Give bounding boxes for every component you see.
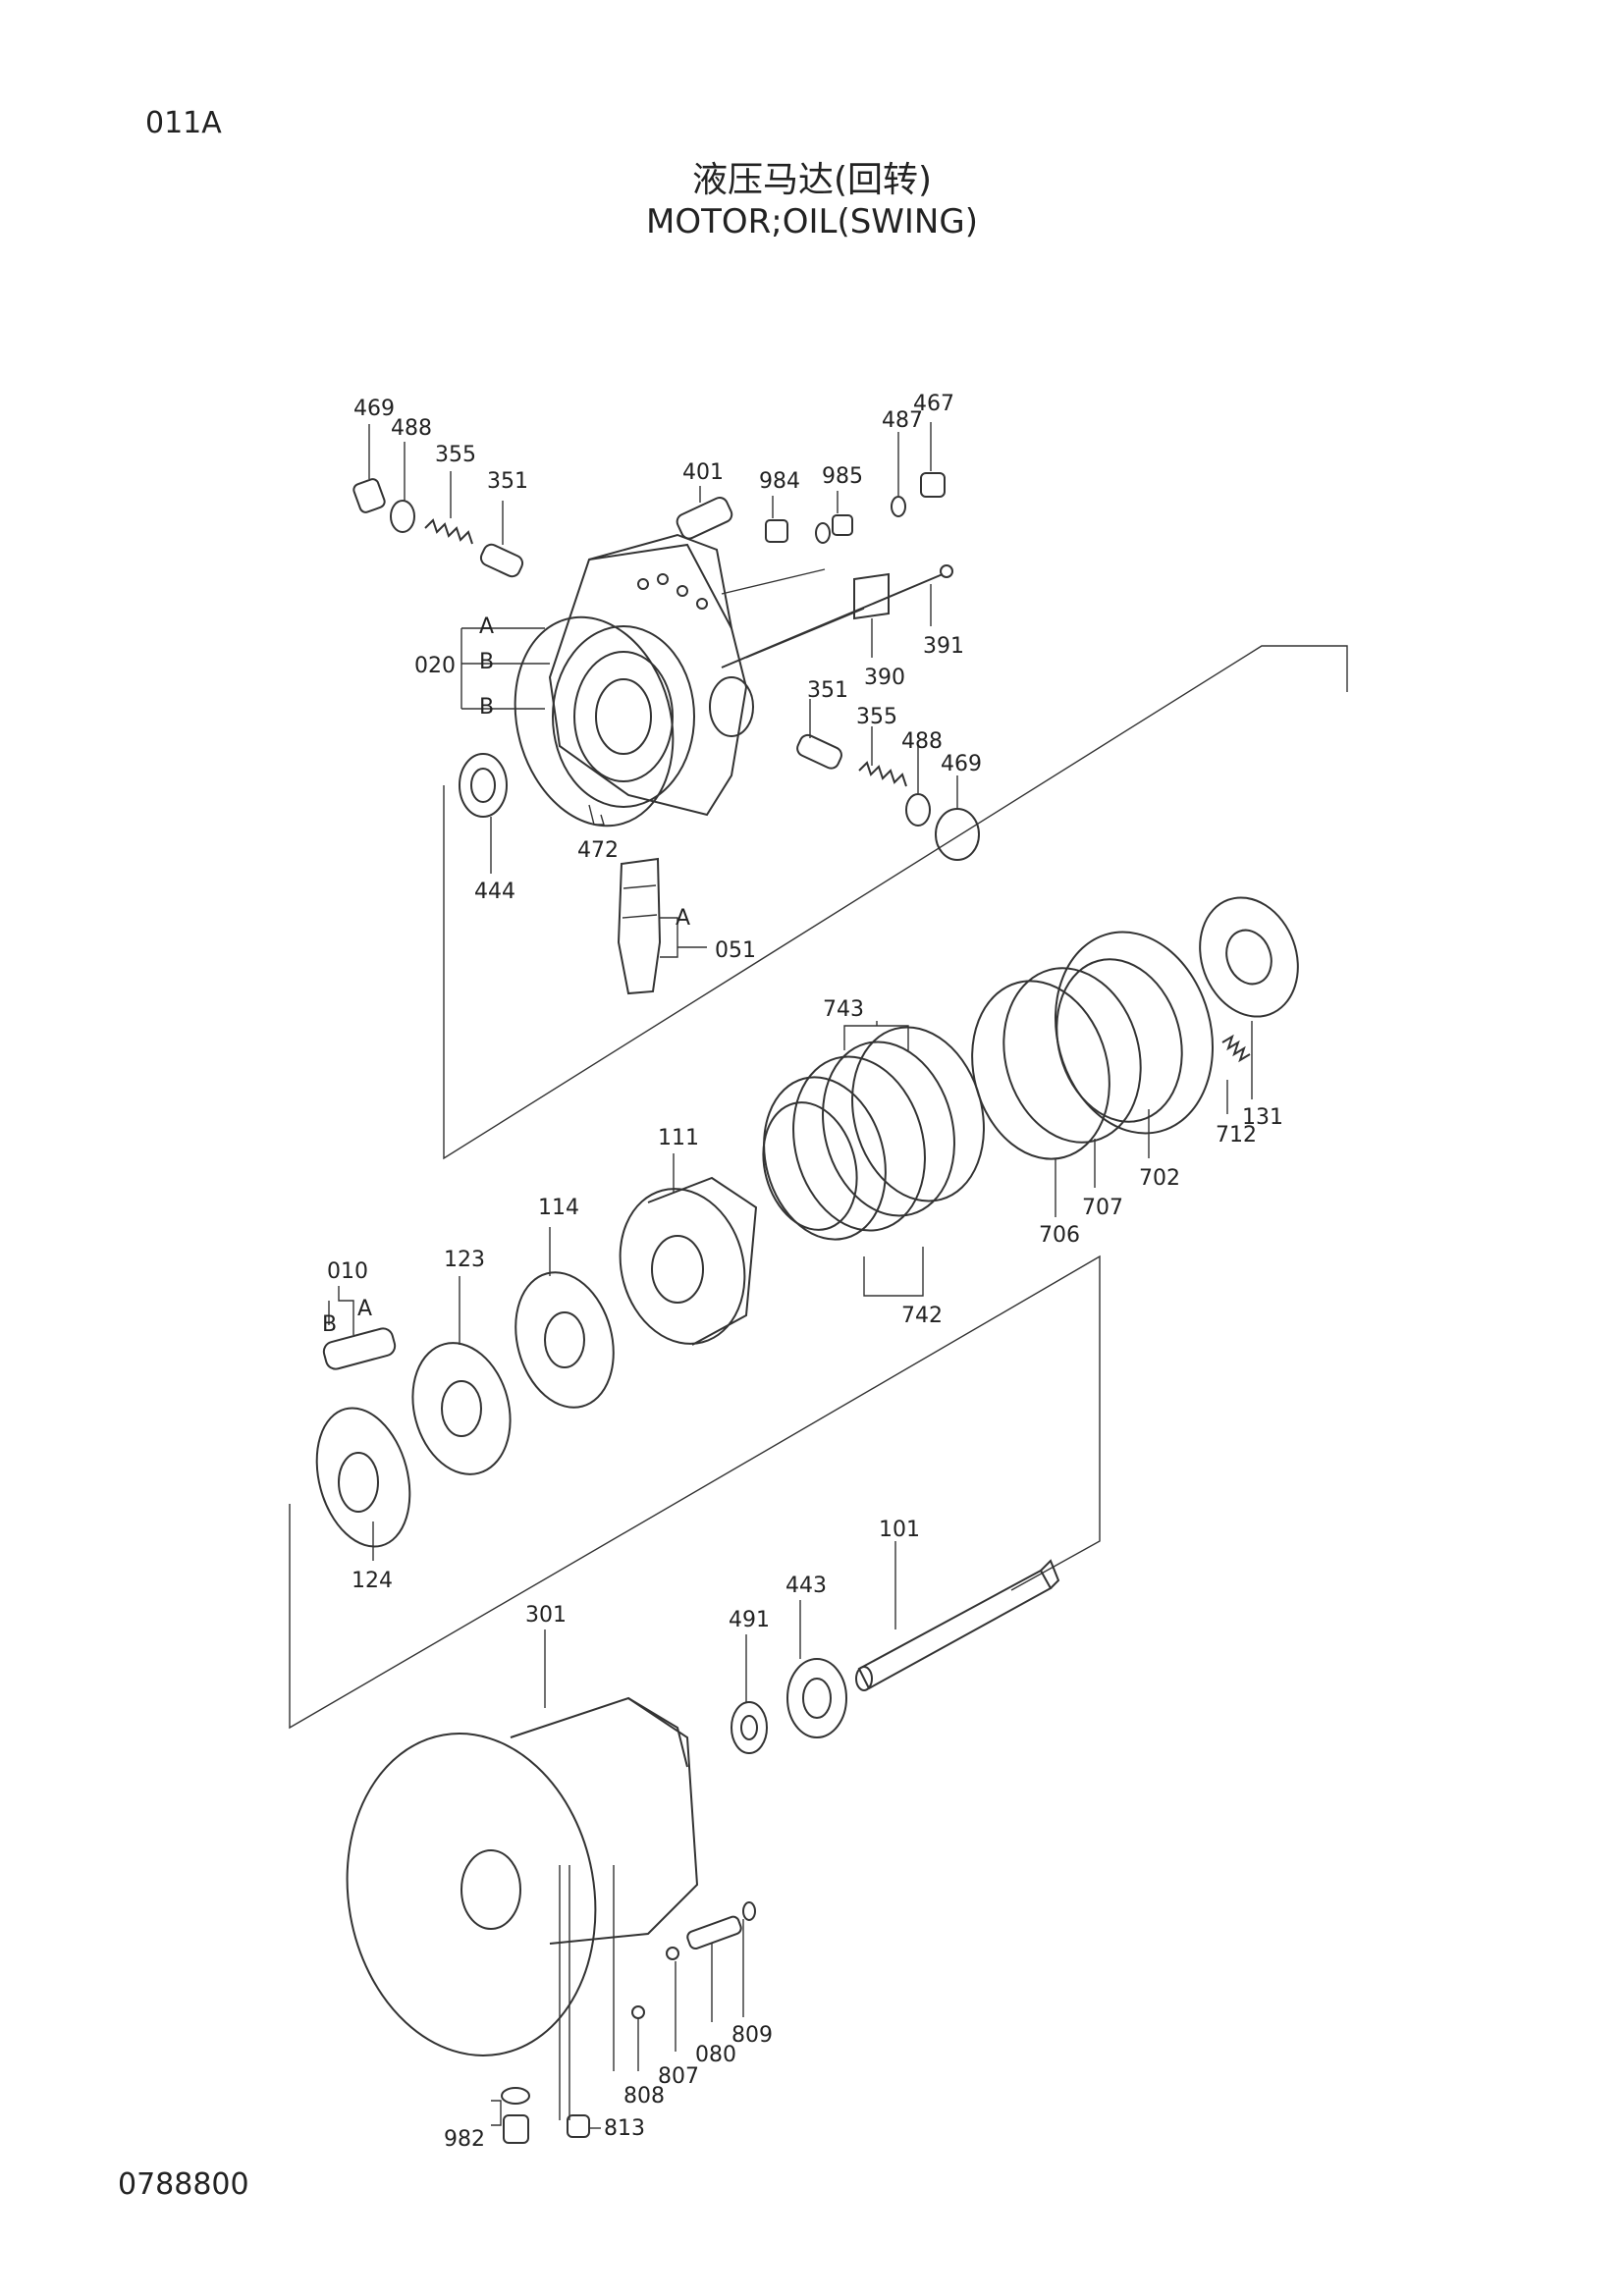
bearing-443 xyxy=(786,1658,847,1738)
plug-985 xyxy=(832,514,853,536)
valve-080 xyxy=(686,1915,742,1950)
callout-491: 491 xyxy=(729,1608,770,1632)
callout-472: 472 xyxy=(577,838,619,863)
callout-101: 101 xyxy=(879,1518,920,1542)
plug-469-right xyxy=(935,808,980,861)
seal-491 xyxy=(731,1701,768,1754)
plunger-351-right xyxy=(796,733,842,770)
callout-985: 985 xyxy=(822,464,863,489)
plug-401 xyxy=(676,497,733,540)
valve-plate-131 xyxy=(1199,896,1299,1018)
cylinder-block-111 xyxy=(619,1176,758,1346)
callout-467: 467 xyxy=(913,392,954,416)
callout-355: 355 xyxy=(435,443,476,467)
callout-982: 982 xyxy=(444,2127,485,2152)
nameplate-390 xyxy=(853,572,890,620)
bolt-391 xyxy=(721,564,953,668)
o-ring-487 xyxy=(891,496,906,517)
callout-390: 390 xyxy=(864,666,905,690)
piston-shoe-123 xyxy=(411,1342,512,1475)
callout-B-010: B xyxy=(322,1312,337,1337)
callout-487: 487 xyxy=(882,408,923,433)
callout-808: 808 xyxy=(623,2084,665,2109)
o-ring-982 xyxy=(501,2087,530,2105)
o-ring-706 xyxy=(971,980,1110,1160)
callout-111: 111 xyxy=(658,1126,699,1150)
spring-355-left xyxy=(424,518,473,545)
valve-051 xyxy=(617,857,662,995)
plug-469-left xyxy=(352,478,386,513)
o-ring-707 xyxy=(1002,967,1142,1144)
title-english: MOTOR;OIL(SWING) xyxy=(646,202,978,241)
callout-A-020: A xyxy=(479,614,494,639)
callout-401: 401 xyxy=(682,460,724,485)
spring-807 xyxy=(666,1947,679,1960)
o-ring-809 xyxy=(742,1901,756,1921)
shaft-101 xyxy=(855,1559,1060,1691)
assembly-connection-lines xyxy=(289,645,1348,1730)
callout-391: 391 xyxy=(923,634,964,659)
callout-124: 124 xyxy=(352,1569,393,1593)
callout-813: 813 xyxy=(604,2116,645,2141)
plug-982 xyxy=(503,2114,529,2144)
spring-355-right xyxy=(858,761,907,787)
callout-444: 444 xyxy=(474,880,515,904)
callout-114: 114 xyxy=(538,1196,579,1220)
piston-010 xyxy=(322,1327,397,1370)
callout-706: 706 xyxy=(1039,1223,1080,1248)
plug-984 xyxy=(765,519,788,543)
callout-351-right: 351 xyxy=(807,678,848,703)
callout-B-020b: B xyxy=(479,695,494,720)
callout-B-020a: B xyxy=(479,650,494,674)
callout-984: 984 xyxy=(759,469,800,494)
plug-467 xyxy=(920,472,946,498)
page-code: 011A xyxy=(145,106,222,140)
callout-351: 351 xyxy=(487,469,528,494)
callout-123: 123 xyxy=(444,1248,485,1272)
callout-010: 010 xyxy=(327,1259,368,1284)
callout-080: 080 xyxy=(695,2043,736,2067)
callout-469-right: 469 xyxy=(941,752,982,776)
retainer-plate-114 xyxy=(514,1271,615,1409)
callout-742: 742 xyxy=(901,1304,943,1328)
brake-piston-702 xyxy=(1054,931,1215,1135)
o-ring-985 xyxy=(815,522,831,544)
callout-743: 743 xyxy=(823,997,864,1022)
spring-712 xyxy=(1221,1034,1251,1063)
callout-443: 443 xyxy=(785,1574,827,1598)
callout-labels: 469 488 355 351 401 984 985 487 467 A B … xyxy=(322,392,1283,2152)
callout-131: 131 xyxy=(1242,1105,1283,1130)
callout-488-right: 488 xyxy=(901,729,943,754)
valve-casing-020 xyxy=(514,533,865,828)
callout-301: 301 xyxy=(525,1603,567,1628)
casing-301 xyxy=(346,1696,699,2056)
callout-702: 702 xyxy=(1139,1166,1180,1191)
callout-707: 707 xyxy=(1082,1196,1123,1220)
callout-A-051: A xyxy=(676,906,690,931)
callout-355-right: 355 xyxy=(856,705,897,729)
o-ring-488-left xyxy=(390,500,415,533)
callout-A-010: A xyxy=(357,1297,372,1321)
title-chinese: 液压马达(回转) xyxy=(691,160,933,200)
callout-469: 469 xyxy=(353,397,395,421)
plug-813 xyxy=(567,2114,590,2138)
bearing-444 xyxy=(459,753,508,818)
friction-plates-743 xyxy=(792,1026,985,1232)
document-number: 0788800 xyxy=(118,2167,249,2202)
shoe-plate-124 xyxy=(315,1407,411,1548)
callout-020: 020 xyxy=(414,654,456,678)
ball-808 xyxy=(631,2005,645,2019)
plunger-351-left xyxy=(479,543,524,578)
leader-lines xyxy=(328,422,1253,2129)
callout-051: 051 xyxy=(715,938,756,963)
separator-plates-742 xyxy=(762,1076,887,1241)
callout-488: 488 xyxy=(391,416,432,441)
callout-807: 807 xyxy=(658,2064,699,2089)
o-ring-488-right xyxy=(905,793,931,827)
callout-809: 809 xyxy=(731,2023,773,2048)
callout-712: 712 xyxy=(1216,1123,1257,1148)
